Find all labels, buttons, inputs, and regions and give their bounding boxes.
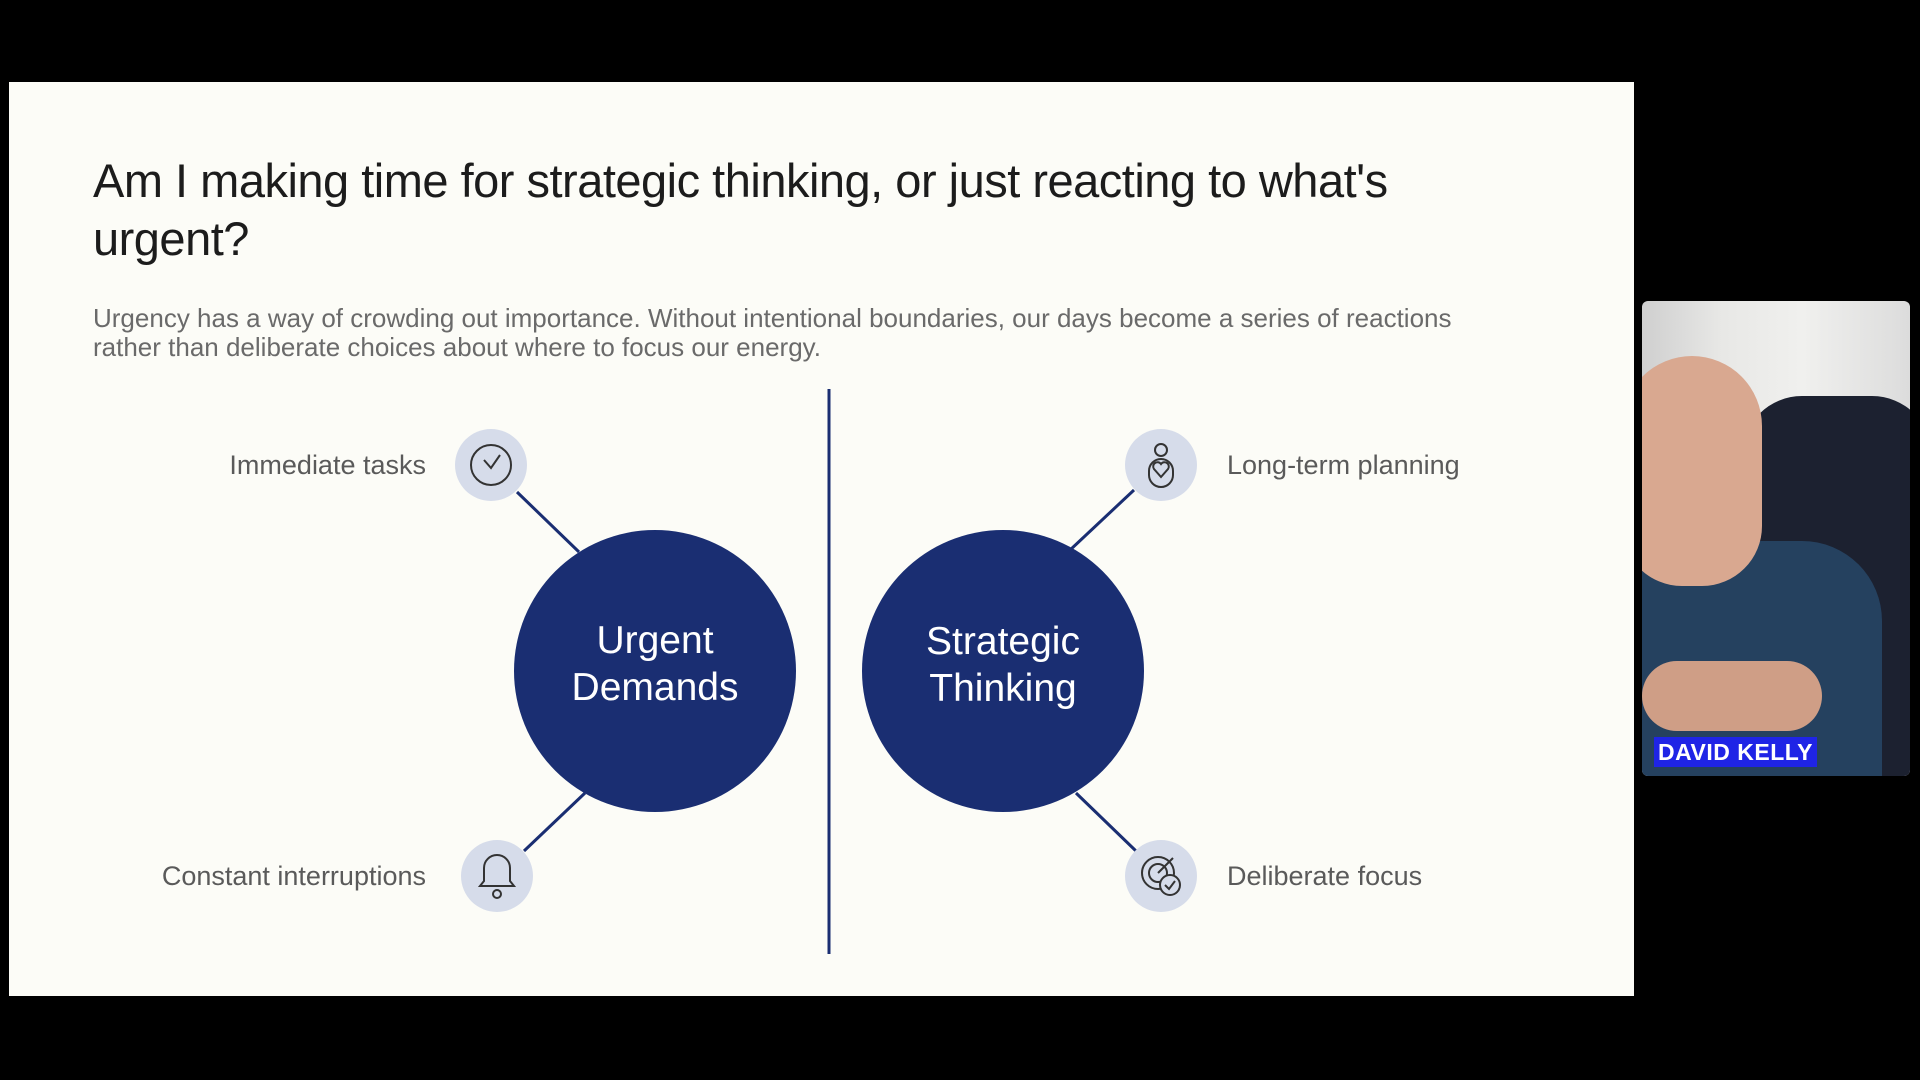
slide: Am I making time for strategic thinking,… [9,82,1634,996]
connector-line [1074,791,1138,853]
item-label-immediate-tasks: Immediate tasks [229,450,426,480]
presenter-head [1642,356,1762,586]
circle-label-line: Strategic [926,620,1080,663]
strategic-thinking-circle [862,530,1144,812]
person-heart-icon [1125,429,1197,501]
presenter-name-badge: DAVID KELLY [1654,737,1818,767]
connector-line [522,791,587,853]
circle-label-line: Thinking [929,667,1077,710]
urgent-demands-label: Urgent Demands [514,617,796,711]
target-check-icon [1125,840,1197,912]
item-label-long-term-planning: Long-term planning [1227,450,1460,480]
bell-icon [461,840,533,912]
presenter-hands [1642,661,1822,731]
slide-subtitle: Urgency has a way of crowding out import… [93,303,1452,362]
circle-label-line: Demands [571,666,739,709]
webcam-feed: DAVID KELLY [1642,301,1910,776]
strategic-thinking-label: Strategic Thinking [862,618,1144,712]
connector-line [1067,488,1136,553]
connector-line [515,490,581,554]
item-label-constant-interruptions: Constant interruptions [161,861,426,891]
urgent-demands-circle [514,530,796,812]
item-label-deliberate-focus: Deliberate focus [1227,861,1423,891]
circle-label-line: Urgent [596,619,714,662]
clock-icon [455,429,527,501]
slide-title: Am I making time for strategic thinking,… [93,154,1388,265]
